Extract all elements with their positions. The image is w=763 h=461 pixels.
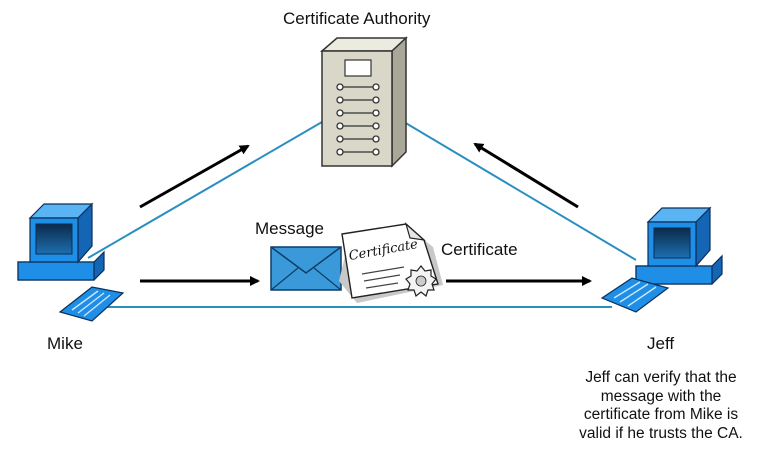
computer-icon-jeff	[600, 206, 723, 313]
trust-caption: Jeff can verify that the message with th…	[562, 369, 760, 443]
caption-line: valid if he trusts the CA.	[579, 424, 743, 442]
sender-label: Mike	[47, 334, 83, 353]
caption-line: message with the	[600, 387, 722, 405]
certificate-label: Certificate	[441, 240, 518, 259]
caption-line: Jeff can verify that the	[585, 369, 737, 386]
certificate-icon: Certificate	[339, 222, 443, 303]
receiver-label: Jeff	[647, 334, 675, 353]
computer-icon-mike	[17, 202, 125, 322]
caption-line: certificate from Mike is	[583, 406, 739, 423]
ca-label: Certificate Authority	[283, 9, 431, 28]
connection-lines	[87, 121, 637, 308]
arrow-mike-to-ca	[139, 144, 250, 209]
link-ca-jeff	[403, 121, 637, 261]
server-icon	[319, 36, 408, 168]
envelope-icon	[270, 246, 342, 291]
arrow-jeff-to-ca	[473, 142, 579, 209]
flow-arrows	[139, 142, 592, 286]
link-mike-ca	[87, 121, 323, 259]
message-label: Message	[255, 219, 324, 238]
